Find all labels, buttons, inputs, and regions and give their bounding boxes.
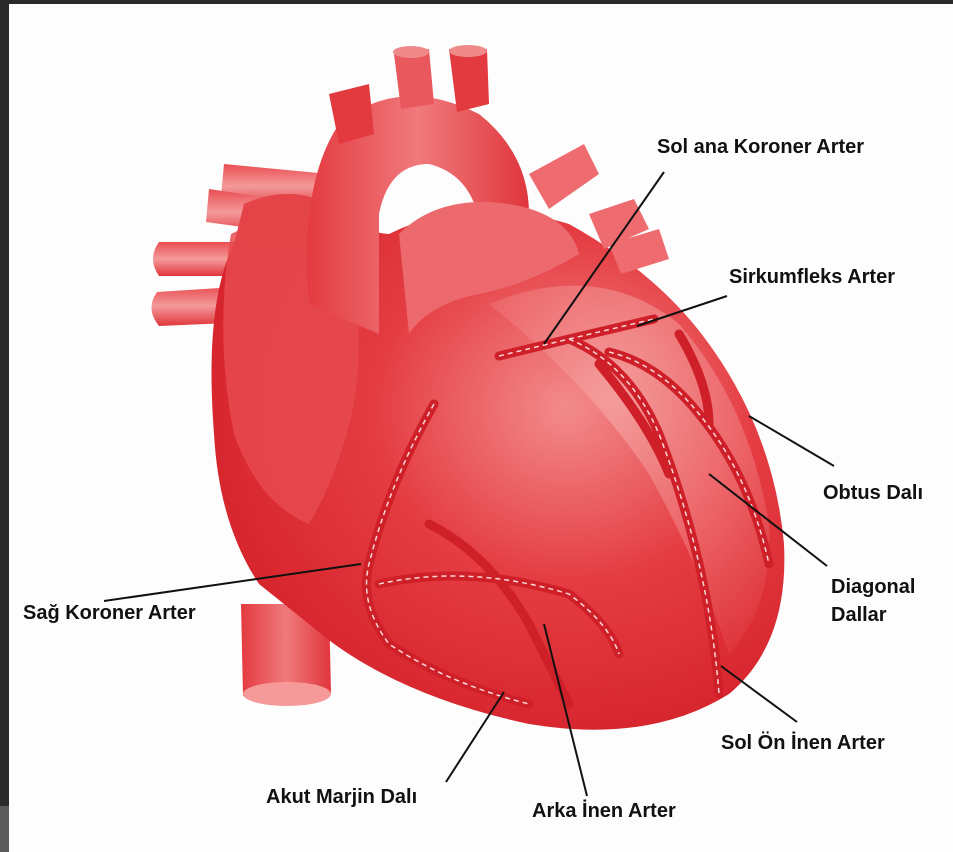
label-arka-inen-arter: Arka İnen Arter bbox=[532, 798, 676, 824]
label-akut-marjin-dali: Akut Marjin Dalı bbox=[266, 784, 417, 810]
label-obtus-dali: Obtus Dalı bbox=[823, 480, 923, 506]
heart-illustration bbox=[9, 4, 953, 852]
label-sol-ana-koroner-arter: Sol ana Koroner Arter bbox=[657, 134, 864, 160]
label-sirkumfleks-arter: Sirkumfleks Arter bbox=[729, 264, 895, 290]
label-diagonal: Diagonal bbox=[831, 574, 915, 600]
label-sol-on-inen-arter: Sol Ön İnen Arter bbox=[721, 730, 885, 756]
leader-sol-on bbox=[721, 666, 797, 722]
window-corner bbox=[0, 806, 9, 852]
label-sag-koroner-arter: Sağ Koroner Arter bbox=[23, 600, 196, 626]
diagram-canvas: Sol ana Koroner Arter Sirkumfleks Arter … bbox=[9, 4, 953, 852]
label-dallar: Dallar bbox=[831, 602, 887, 628]
